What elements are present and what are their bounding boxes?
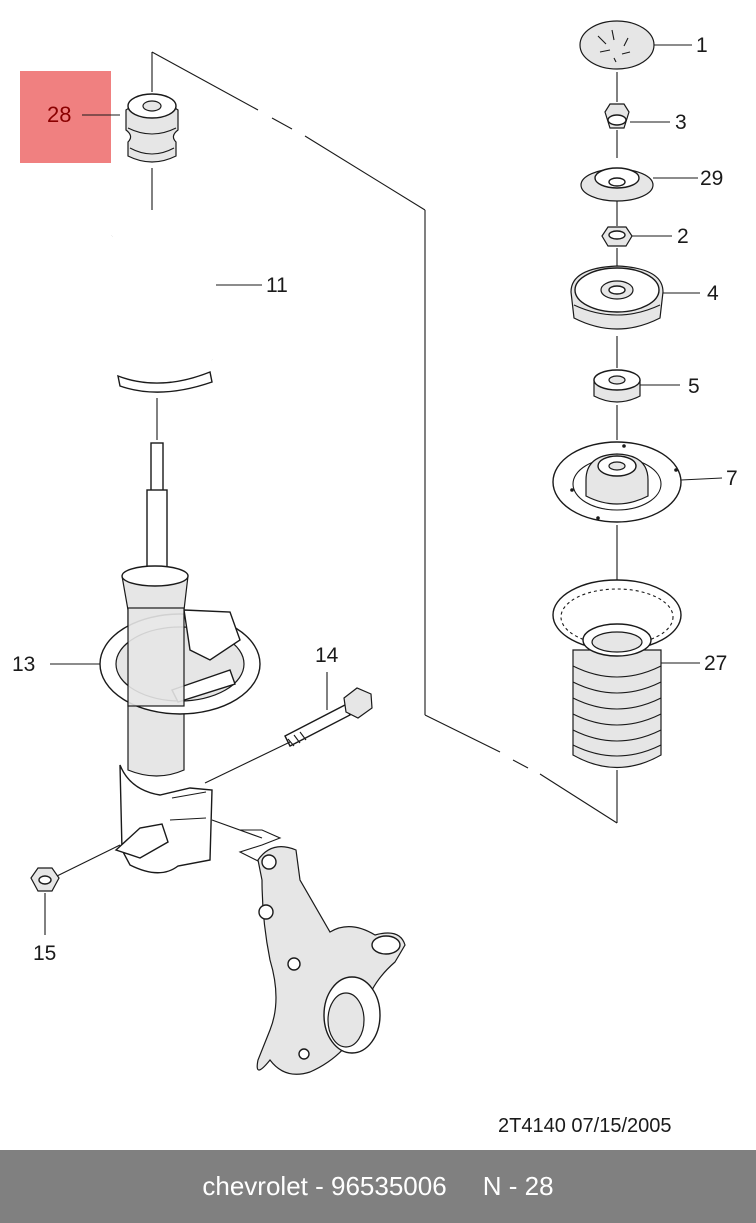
callout-13: 13 [12, 653, 35, 676]
callout-29: 29 [700, 167, 723, 190]
callout-5: 5 [688, 375, 700, 398]
part-5-bushing [593, 369, 641, 403]
part-2-nut [601, 226, 633, 247]
part-11-coil-spring [101, 221, 217, 393]
part-13-strut [99, 442, 261, 874]
assembly-outline [151, 51, 618, 824]
part-3-nut [604, 103, 630, 129]
callout-27: 27 [704, 652, 727, 675]
callout-4: 4 [707, 282, 719, 305]
callout-2: 2 [677, 225, 689, 248]
callout-14: 14 [315, 644, 339, 667]
part-7-spring-seat [552, 441, 682, 523]
diagram-code: 2T4140 07/15/2005 [498, 1115, 672, 1137]
part-14-bolt [284, 687, 373, 747]
exploded-parts-diagram: 28 [12, 20, 738, 1137]
part-29-washer [580, 167, 654, 202]
callout-11: 11 [266, 274, 288, 297]
footer-text: chevrolet - 96535006 N - 28 [202, 1171, 554, 1201]
steering-knuckle [211, 819, 406, 1075]
part-15-nut [30, 867, 60, 892]
part-28-bump-stop [125, 93, 179, 163]
part-4-strut-mount [570, 265, 664, 330]
part-27-dust-boot [552, 579, 682, 769]
callout-1: 1 [696, 34, 708, 57]
callout-7: 7 [726, 467, 738, 490]
part-1-cap [579, 20, 655, 70]
footer-bar: chevrolet - 96535006 N - 28 [0, 1150, 756, 1223]
callout-15: 15 [33, 942, 56, 965]
callout-3: 3 [675, 111, 687, 134]
highlight-box [20, 71, 111, 163]
highlight-label: 28 [47, 102, 71, 127]
